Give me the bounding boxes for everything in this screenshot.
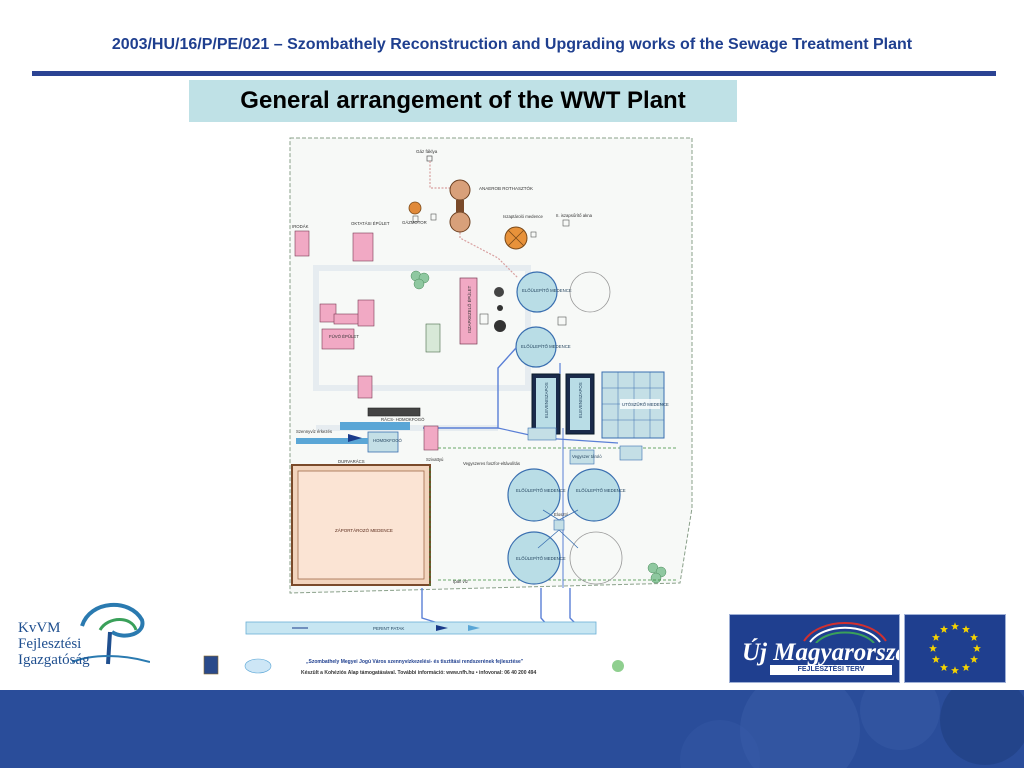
tree-group-1 (410, 270, 430, 290)
um-band: FEJLESZTÉSI TERV (770, 665, 892, 675)
label-outlet: Ipari víz (453, 579, 468, 584)
eu-star-icon (970, 655, 979, 663)
eu-star-icon (951, 666, 959, 674)
label-gas-engine: GÁZMOTOR (402, 220, 427, 225)
distributor-box (553, 519, 565, 531)
header-rule (32, 71, 996, 76)
label-blower: FÚVÓ ÉPÜLET (329, 334, 359, 339)
label-office: OKTATÁSI ÉPÜLET (351, 221, 390, 226)
site-plan: Gáz fáklya ANAEROB ROTHASZTÓK GÁZMOTOR I… (198, 128, 705, 690)
future-clarifier-2 (569, 531, 623, 585)
label-screens: RÁCS- HOMOKFOGÓ (381, 417, 425, 422)
strip-line-1: „Szombathely Megyei Jogú Város szennyvíz… (306, 659, 524, 665)
uj-magyarorszag-logo: Új Magyarország FEJLESZTÉSI TERV (729, 614, 900, 683)
label-secondary-3: ELŐÜLEPÍTŐ MEDENCE (516, 556, 566, 561)
eu-star-icon (940, 625, 948, 633)
secondary-clarifier-2 (567, 468, 621, 522)
um-band-text: FEJLESZTÉSI TERV (797, 666, 865, 673)
eu-star-icon (931, 655, 940, 663)
label-inlet: Szennyvíz érkezés (296, 429, 332, 434)
tree-icon (72, 603, 150, 665)
kvvm-line-1: KvVM (18, 620, 61, 636)
strip-line-2: Készült a Kohéziós Alap támogatásával. T… (301, 670, 536, 676)
label-storm-tank: ZÁPORTÁROZÓ MEDENCE (335, 527, 393, 533)
primary-clarifier-1 (516, 271, 558, 313)
label-storage: Iszaptároló medence (503, 214, 543, 219)
eu-star-icon (970, 633, 979, 641)
building-workshop (294, 230, 310, 257)
label-grit: HOMOKFOGÓ (373, 438, 403, 443)
label-aeration-2: ELEVENISZAPOS (578, 382, 583, 418)
label-river: PERINT PATAK (373, 626, 404, 631)
label-gas-holder: Gáz fáklya (416, 149, 438, 154)
eu-star-icon (940, 663, 948, 671)
label-main-pipe: DURVARÁCS (338, 459, 365, 464)
label-primary-2: ELŐÜLEPÍTŐ MEDENCE (521, 344, 571, 349)
primary-clarifier-2 (515, 326, 557, 368)
label-sludge-building: ISZAPKEZELŐ ÉPÜLET (467, 285, 472, 333)
label-flow-note: Vegyszeres foszfor-eltávolítás (463, 461, 520, 466)
label-chem: Vegyszer tároló (572, 454, 602, 459)
kvvm-logo: KvVM Fejlesztési Igazgatóság (10, 582, 160, 682)
label-pump: Szivattyú (426, 457, 444, 462)
subtitle-text: General arrangement of the WWT Plant (240, 87, 686, 114)
building-office (352, 232, 374, 262)
eu-star-icon (931, 633, 940, 641)
site-plan-drawing: Gáz fáklya ANAEROB ROTHASZTÓK GÁZMOTOR I… (198, 128, 705, 690)
eu-star-icon (951, 622, 959, 630)
eu-star-icon (973, 644, 981, 652)
eu-star-icon (929, 644, 937, 652)
label-digesters: ANAEROB ROTHASZTÓK (479, 185, 533, 191)
kvvm-line-3: Igazgatóság (18, 652, 90, 668)
footer-decoration (680, 690, 1024, 768)
label-aeration-1: ELEVENISZAPOS (544, 382, 549, 418)
um-script: Új Magyarország (742, 639, 899, 666)
label-primary-1: ELŐÜLEPÍTŐ MEDENCE (522, 288, 572, 293)
screen-building (367, 407, 421, 417)
gas-engine (408, 201, 422, 215)
label-workshop: IRODÁK (292, 224, 309, 229)
arc-icon (803, 622, 887, 643)
label-filter: UTÓSZŰRŐ MEDENCE (622, 402, 669, 407)
eu-flag (904, 614, 1006, 683)
building-blower (319, 303, 337, 323)
secondary-clarifier-1 (507, 468, 561, 522)
label-secondary-1: ELŐÜLEPÍTŐ MEDENCE (516, 488, 566, 493)
kvvm-line-2: Fejlesztési (18, 636, 82, 652)
footer-band (0, 690, 1024, 768)
tree-group-2 (647, 562, 667, 584)
label-distributor: Elosztó (554, 512, 569, 517)
digester-1 (449, 179, 471, 201)
eu-star-icon (962, 625, 970, 633)
river (245, 621, 597, 635)
label-secondary-2: ELŐÜLEPÍTŐ MEDENCE (576, 488, 626, 493)
eu-star-icon (962, 663, 970, 671)
label-post-thickener: II. iszapsűrítő akna (556, 213, 593, 218)
subtitle-box: General arrangement of the WWT Plant (189, 80, 737, 122)
digester-2 (449, 211, 471, 233)
future-clarifier (569, 271, 611, 313)
secondary-clarifier-3 (507, 531, 561, 585)
building-sludge (459, 277, 478, 345)
eu-stars-icon (929, 622, 981, 674)
header-title: 2003/HU/16/P/PE/021 – Szombathely Recons… (111, 36, 913, 53)
